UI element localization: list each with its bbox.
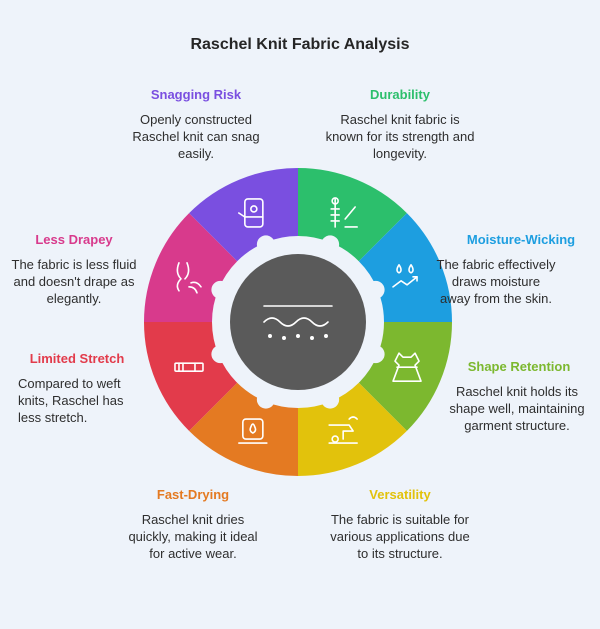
drape-fabric-icon <box>176 262 202 294</box>
snagged-fabric-icon <box>238 198 264 228</box>
measurement-tool-icon <box>330 197 358 228</box>
sewing-machine-icon <box>328 416 358 444</box>
fast-drying-label: Fast-Drying <box>156 487 230 502</box>
snagging-risk-label: Snagging Risk <box>150 87 242 102</box>
shape-retention-description: Raschel knit holds its shape well, maint… <box>449 384 585 433</box>
page-title: Raschel Knit Fabric Analysis <box>190 36 410 53</box>
segment-notch <box>366 345 385 364</box>
segment-notch <box>321 235 340 254</box>
limited-stretch-description: Compared to weft knits, Raschel has less… <box>18 376 124 425</box>
durability-description: Raschel knit fabric is known for its str… <box>325 112 475 161</box>
garment-form-icon <box>392 352 422 382</box>
moisture-wicking-description: The fabric effectively draws moisture aw… <box>436 257 556 306</box>
limited-stretch-label: Limited Stretch <box>29 351 125 366</box>
segment-notch <box>256 235 275 254</box>
fast-drying-description: Raschel knit dries quickly, making it id… <box>128 512 258 561</box>
segment-notch <box>256 390 275 409</box>
versatility-label: Versatility <box>369 487 431 502</box>
water-drops-icon <box>392 264 418 288</box>
stretch-band-icon <box>174 362 204 372</box>
moisture-wicking-label: Moisture-Wicking <box>466 232 576 247</box>
segment-notch <box>366 280 385 299</box>
less-drapey-label: Less Drapey <box>35 232 113 247</box>
hub-circle <box>230 254 366 390</box>
less-drapey-description: The fabric is less fluid and doesn't dra… <box>11 257 137 306</box>
segment-notch <box>321 390 340 409</box>
segment-notch <box>211 280 230 299</box>
durability-label: Durability <box>370 87 430 102</box>
versatility-description: The fabric is suitable for various appli… <box>330 512 470 561</box>
snagging-risk-description: Openly constructed Raschel knit can snag… <box>132 112 260 161</box>
segment-notch <box>211 345 230 364</box>
shape-retention-label: Shape Retention <box>467 359 571 374</box>
drying-towel-icon <box>238 418 268 444</box>
knit-fabric-icon <box>263 305 333 340</box>
